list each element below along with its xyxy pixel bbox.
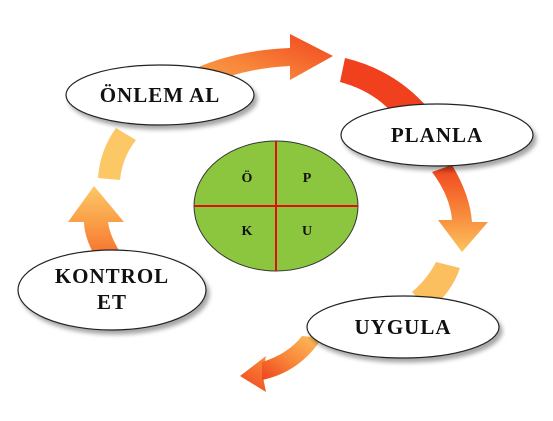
step-kontrol-et-label-line1: KONTROL	[55, 264, 169, 288]
step-uygula-label: UYGULA	[354, 315, 451, 339]
step-onlem-al-label: ÖNLEM AL	[100, 83, 221, 107]
step-uygula: UYGULA	[306, 295, 500, 359]
step-onlem-al: ÖNLEM AL	[65, 64, 255, 126]
step-planla-label: PLANLA	[391, 123, 483, 147]
step-planla: PLANLA	[340, 103, 534, 167]
cycle-arrow-left-top	[98, 128, 136, 180]
quadrant-label-top-right: P	[303, 171, 312, 186]
quadrant-label-top-left: Ö	[242, 169, 253, 186]
quadrant-label-bottom-right: U	[302, 224, 312, 239]
cycle-arrow-bottom-tail	[262, 336, 322, 380]
cycle-arrow-left	[68, 186, 124, 262]
step-kontrol-et-label-line2: ET	[97, 290, 127, 314]
quadrant-label-bottom-left: K	[242, 224, 253, 239]
center-quadrant-circle: Ö P K U	[193, 140, 359, 272]
cycle-arrow-right	[432, 165, 488, 252]
step-kontrol-et: KONTROL ET	[17, 249, 207, 331]
